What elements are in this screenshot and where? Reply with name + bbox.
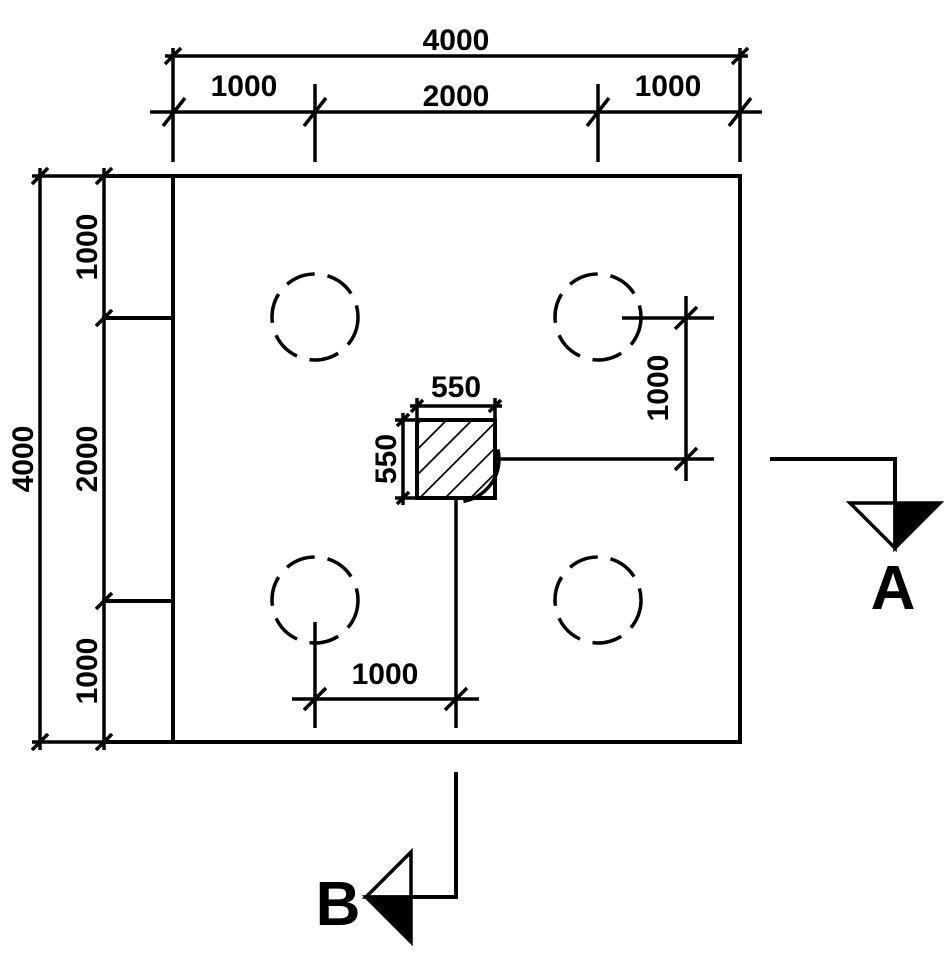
left-total-label: 4000 <box>7 426 40 493</box>
pile-vertical-offset-label: 1000 <box>642 355 675 422</box>
column-height-dimension: 550 <box>370 412 417 506</box>
section-marker-b: B <box>316 772 458 947</box>
left-middle-label: 2000 <box>71 426 104 493</box>
pile-cap-outline <box>171 174 742 744</box>
column-width-label: 550 <box>431 371 481 404</box>
column <box>411 414 501 504</box>
pile-horizontal-offset-label: 1000 <box>352 658 419 691</box>
column-height-label: 550 <box>370 434 403 484</box>
section-a-label: A <box>871 554 916 623</box>
top-total-label: 4000 <box>423 24 490 57</box>
pile-vertical-offset-dimension: 1000 <box>495 296 714 481</box>
left-top-label: 1000 <box>71 214 104 281</box>
left-total-dimension: 4000 <box>7 166 104 752</box>
pile-top-left <box>270 272 360 362</box>
section-b-label: B <box>316 870 361 939</box>
top-chain-dimension: 1000 2000 1000 <box>150 70 762 162</box>
top-middle-label: 2000 <box>423 80 490 113</box>
top-right-label: 1000 <box>635 70 702 103</box>
left-strip <box>102 174 175 744</box>
section-marker-a: A <box>770 457 945 623</box>
top-left-label: 1000 <box>211 70 278 103</box>
left-bottom-label: 1000 <box>71 638 104 705</box>
column-width-dimension: 550 <box>409 371 503 420</box>
pile-bottom-right <box>553 555 643 645</box>
pile-horizontal-offset-dimension: 1000 <box>292 498 479 728</box>
top-total-dimension: 4000 <box>163 24 750 162</box>
left-chain-dimension: 1000 2000 1000 <box>71 166 114 752</box>
